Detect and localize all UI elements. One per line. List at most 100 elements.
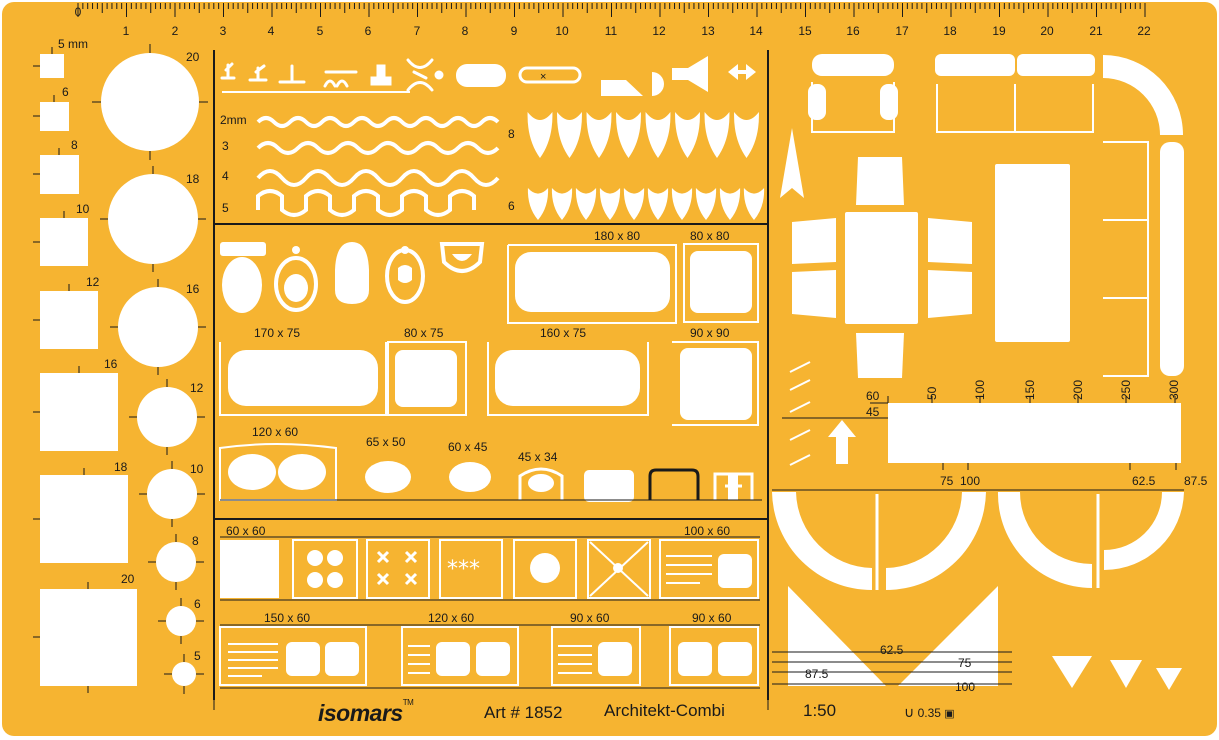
door-label-75: 75 [958, 656, 972, 670]
label-60x45: 60 x 45 [448, 440, 488, 454]
ruler-label-7: 7 [414, 24, 421, 38]
basin-45x34 [528, 474, 554, 492]
label-180x80: 180 x 80 [594, 229, 640, 243]
scale-top-50: 50 [925, 386, 939, 400]
sink-150x60-left [286, 642, 320, 676]
label-150x60: 150 x 60 [264, 611, 310, 625]
plant-shape [734, 112, 759, 158]
sofa-back-left [935, 54, 1015, 76]
square-8 [40, 155, 79, 194]
bed-or-desk [995, 164, 1070, 342]
door-label-62-5: 62.5 [880, 643, 904, 657]
label-90x60-a: 90 x 60 [570, 611, 610, 625]
label-160x75: 160 x 75 [540, 326, 586, 340]
ruler-label-6: 6 [365, 24, 372, 38]
ruler-label-4: 4 [268, 24, 275, 38]
square-label-10: 10 [76, 202, 90, 216]
brand-name: isomars [318, 700, 403, 726]
ruler-label-1: 1 [123, 24, 130, 38]
connector-shapes: × [456, 56, 756, 96]
door-swings [772, 492, 1184, 590]
scale-top-150: 150 [1023, 380, 1037, 400]
plant-shape [719, 188, 741, 220]
ruler-label-17: 17 [895, 24, 909, 38]
article-number: Art # 1852 [484, 703, 563, 722]
scale-strip [888, 403, 1181, 463]
scale-top-200: 200 [1071, 380, 1085, 400]
circle-5 [172, 662, 196, 686]
square-label-12: 12 [86, 275, 100, 289]
basin-60x45 [449, 462, 491, 492]
scale-top-100: 100 [973, 380, 987, 400]
scale-left-45: 45 [866, 405, 880, 419]
square-label-20: 20 [121, 572, 135, 586]
bathroom-labels: 180 x 80 80 x 80 170 x 75 80 x 75 160 x … [252, 229, 730, 464]
plant-shape [704, 112, 730, 158]
plant-shape [647, 188, 669, 220]
hob-ring [307, 550, 323, 566]
ruler-label-22: 22 [1137, 24, 1151, 38]
corner-sofa-arc [1103, 55, 1183, 135]
plant-shape [557, 112, 582, 158]
toilet-tank [220, 242, 266, 256]
circle-20 [101, 53, 199, 151]
label-90x60-b: 90 x 60 [692, 611, 732, 625]
bidet [335, 242, 369, 304]
brand-logo: isomarsTM [318, 698, 414, 727]
plant-pattern-8 [527, 112, 759, 158]
sink-bowl-round [530, 553, 560, 583]
square-label-8: 8 [71, 138, 78, 152]
label-120x60: 120 x 60 [252, 425, 298, 439]
double-basin-left [228, 454, 276, 490]
electrical-symbols [220, 58, 444, 92]
double-basin-right [278, 454, 326, 490]
circle-10 [147, 469, 197, 519]
circle-label-5: 5 [194, 649, 201, 663]
shower-90x90 [680, 348, 752, 420]
scale-left-60: 60 [866, 389, 880, 403]
cabinet-60x60 [220, 540, 279, 598]
plant-labels: 8 6 [508, 127, 515, 213]
ruler-label-0: 0 [75, 5, 82, 19]
ruler-label-13: 13 [701, 24, 715, 38]
square-label-5mm: 5 mm [58, 37, 88, 51]
ruler-label-15: 15 [798, 24, 812, 38]
circle-8 [156, 542, 196, 582]
circle-label-20: 20 [186, 50, 200, 64]
door-label-100: 100 [955, 680, 975, 694]
washbasins [219, 443, 754, 502]
bathtub-160x75 [495, 350, 640, 406]
sofa-back-right [1017, 54, 1095, 76]
ruler-label-10: 10 [555, 24, 569, 38]
plant-shape [527, 112, 553, 158]
bathtub-180x80 [515, 252, 670, 312]
sink-90x60-b-left [678, 642, 712, 676]
ruler-label-18: 18 [943, 24, 957, 38]
square-10 [40, 218, 88, 266]
label-100x60: 100 x 60 [684, 524, 730, 538]
sink-basin-100x60 [718, 554, 752, 588]
circle-label-8: 8 [192, 534, 199, 548]
circle-label-6: 6 [194, 597, 201, 611]
plant-shape [695, 188, 717, 220]
circle-12 [137, 387, 197, 447]
wave-label-2mm: 2mm [220, 113, 247, 127]
ruler-label-8: 8 [462, 24, 469, 38]
wave-labels: 2mm 3 4 5 [220, 113, 247, 215]
ruler-label-19: 19 [992, 24, 1006, 38]
label-170x75: 170 x 75 [254, 326, 300, 340]
panel-dividers [213, 50, 769, 700]
svg-text:***: *** [447, 557, 480, 582]
door-width-lines [772, 651, 1012, 685]
wave-patterns [256, 116, 500, 217]
circle-labels: 20 18 16 12 10 8 6 5 [186, 50, 204, 663]
square-12 [40, 291, 98, 349]
ruler-label-14: 14 [749, 24, 763, 38]
ruler-label-9: 9 [511, 24, 518, 38]
trademark: TM [402, 698, 414, 707]
square-18 [40, 475, 128, 563]
scale-bottom-87-5: 87.5 [1184, 474, 1208, 488]
basin-65x50 [365, 461, 411, 493]
square-labels: 5 mm 6 8 10 12 16 18 20 [58, 37, 135, 586]
